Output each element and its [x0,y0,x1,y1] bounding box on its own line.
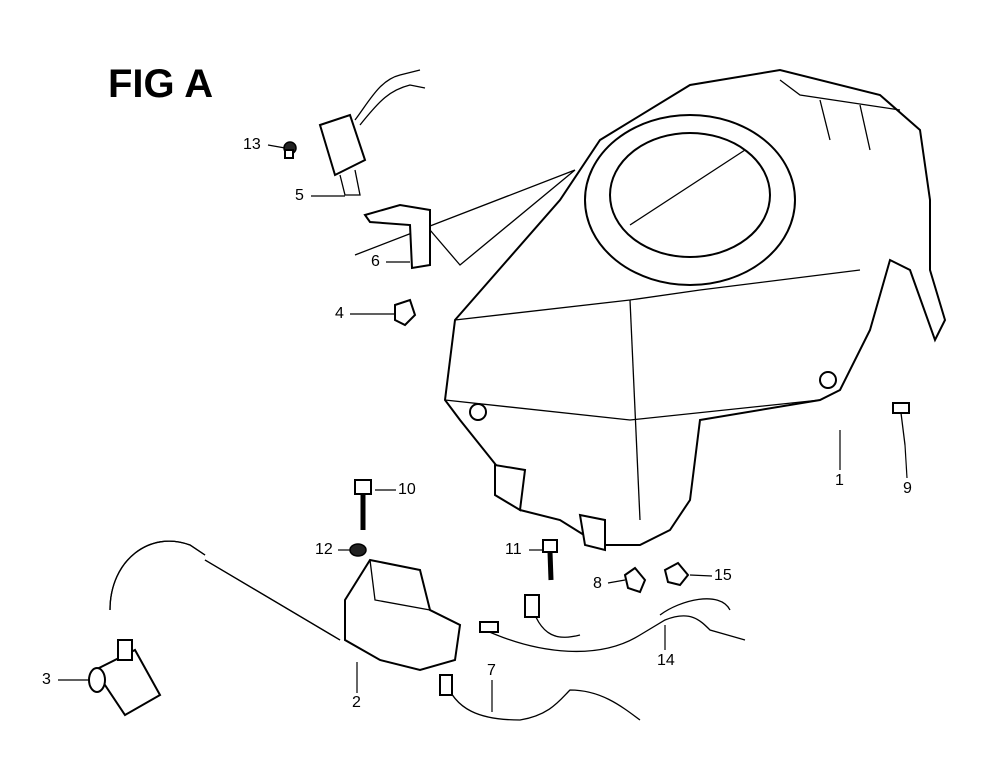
clamp-part-15 [663,561,690,587]
callout-14: 14 [657,652,675,669]
callout-9: 9 [903,480,912,497]
callout-12: 12 [315,541,333,558]
clip-part-4 [394,298,417,327]
bolt-part-9 [892,402,910,446]
fan-shroud-part-1 [443,68,947,552]
callout-10: 10 [398,481,416,498]
bolt-part-11 [542,539,558,581]
clamp-part-8 [623,566,647,594]
callout-3: 3 [42,671,51,688]
callout-1: 1 [835,472,844,489]
callout-11: 11 [505,541,522,558]
harness-part-7 [439,674,641,721]
callout-5: 5 [295,187,304,204]
bolt-part-10 [354,479,372,530]
harness-part-14 [479,594,746,653]
callout-15: 15 [714,567,732,584]
washer-part-12 [349,543,367,557]
ignition-coil-part-2 [109,540,462,672]
plug-cap-part-3 [88,639,162,717]
callout-6: 6 [371,253,380,270]
bracket-part-6 [363,203,431,270]
leader-lines [58,144,908,712]
callout-8: 8 [593,575,602,592]
callout-4: 4 [335,305,344,322]
screw-part-13 [283,141,297,159]
reference-line [354,169,576,266]
callout-7: 7 [487,662,496,679]
callout-2: 2 [352,694,361,711]
callout-13: 13 [243,136,261,153]
figure-title: FIG A [108,62,214,106]
stop-switch-part-5 [318,69,426,196]
